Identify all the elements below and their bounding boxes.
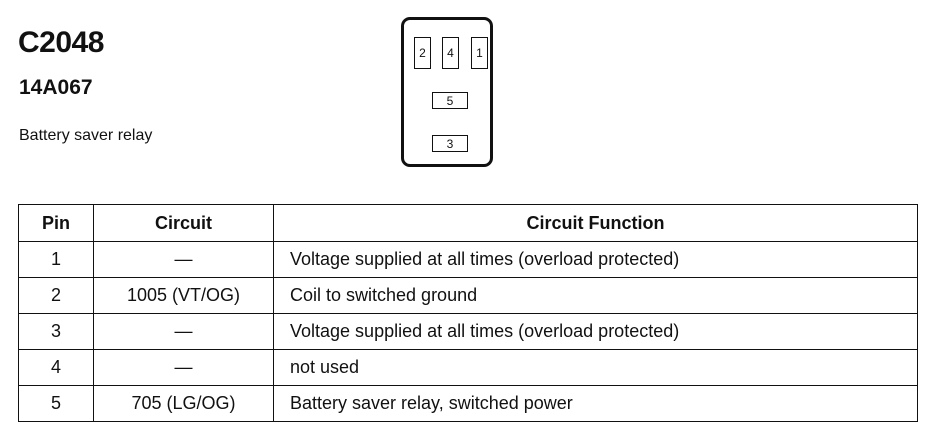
connector-description: Battery saver relay xyxy=(19,127,153,144)
cavity-3: 3 xyxy=(432,135,468,152)
table-row: 5 705 (LG/OG) Battery saver relay, switc… xyxy=(18,385,918,422)
column-header-circuit: Circuit xyxy=(93,204,274,242)
circuit-cell: 1005 (VT/OG) xyxy=(93,277,274,314)
part-number: 14A067 xyxy=(19,76,93,99)
circuit-function-cell: not used xyxy=(273,349,918,386)
pin-cell: 4 xyxy=(18,349,94,386)
table-row: 4 — not used xyxy=(18,349,918,386)
column-header-circuit-function: Circuit Function xyxy=(273,204,918,242)
cavity-2: 2 xyxy=(414,37,431,69)
circuit-cell: — xyxy=(93,313,274,350)
circuit-function-cell: Voltage supplied at all times (overload … xyxy=(273,241,918,278)
table-row: 3 — Voltage supplied at all times (overl… xyxy=(18,313,918,350)
table-row: 2 1005 (VT/OG) Coil to switched ground xyxy=(18,277,918,314)
cavity-1: 1 xyxy=(471,37,488,69)
circuit-function-cell: Voltage supplied at all times (overload … xyxy=(273,313,918,350)
cavity-4: 4 xyxy=(442,37,459,69)
pin-cell: 3 xyxy=(18,313,94,350)
cavity-5: 5 xyxy=(432,92,468,109)
table-header-row: Pin Circuit Circuit Function xyxy=(18,204,918,242)
pin-cell: 2 xyxy=(18,277,94,314)
circuit-cell: — xyxy=(93,241,274,278)
circuit-cell: — xyxy=(93,349,274,386)
connector-id: C2048 xyxy=(18,26,104,59)
circuit-function-cell: Coil to switched ground xyxy=(273,277,918,314)
pin-circuit-table: Pin Circuit Circuit Function 1 — Voltage… xyxy=(18,204,918,422)
circuit-cell: 705 (LG/OG) xyxy=(93,385,274,422)
column-header-pin: Pin xyxy=(18,204,94,242)
circuit-function-cell: Battery saver relay, switched power xyxy=(273,385,918,422)
table-row: 1 — Voltage supplied at all times (overl… xyxy=(18,241,918,278)
pin-cell: 1 xyxy=(18,241,94,278)
pin-cell: 5 xyxy=(18,385,94,422)
connector-face-diagram: 2 4 1 5 3 xyxy=(401,17,493,167)
